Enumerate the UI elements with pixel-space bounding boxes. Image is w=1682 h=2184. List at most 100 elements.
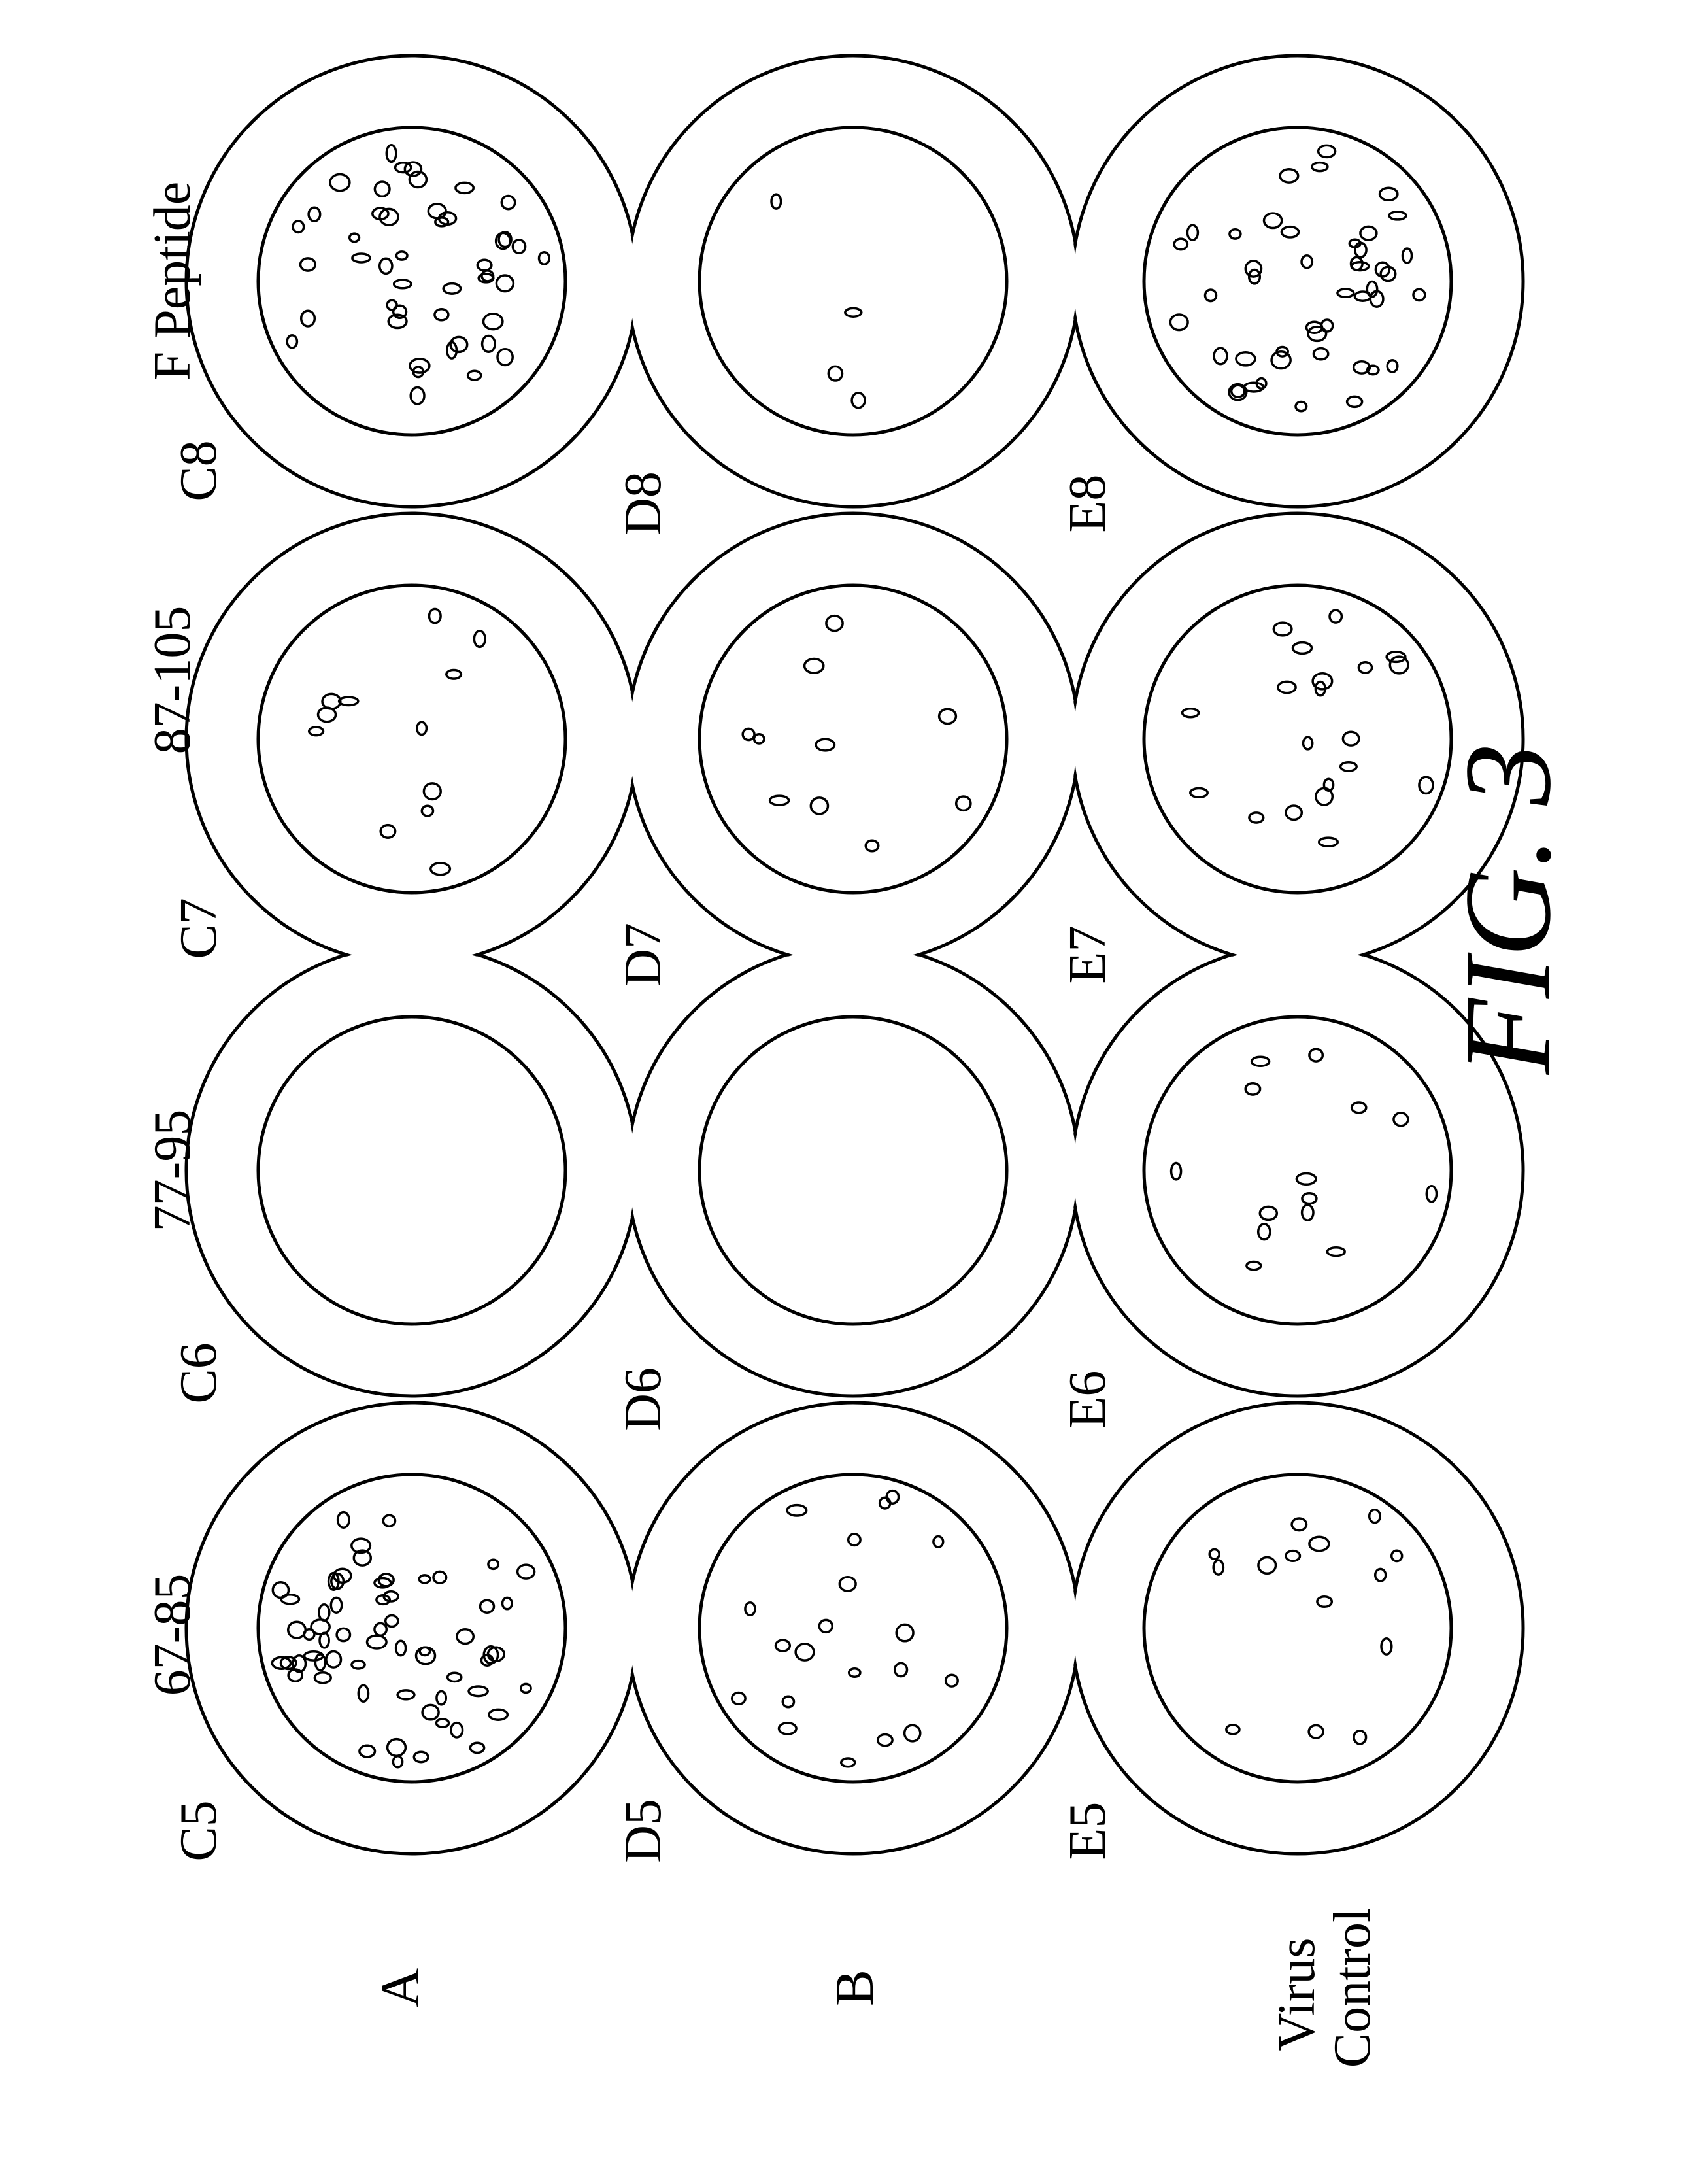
column-label-f-peptide: F Peptide xyxy=(144,182,201,381)
plaque xyxy=(1326,1246,1346,1257)
figure-caption: FIG. 3 xyxy=(1439,743,1577,1076)
well-label-c8: C8 xyxy=(170,440,227,501)
virus-control-text: Virus xyxy=(1268,1938,1326,2051)
plaque xyxy=(1169,1161,1183,1181)
plaque xyxy=(371,207,390,221)
labels: 67-85 77-95 87-105 F Peptide A B Virus C… xyxy=(144,182,1577,2068)
plaque xyxy=(839,1757,856,1768)
well-label-c5: C5 xyxy=(170,1800,227,1861)
plaque xyxy=(741,727,756,742)
plaque xyxy=(895,1623,915,1643)
plaque xyxy=(454,181,475,195)
plaque xyxy=(271,1656,292,1670)
plaque xyxy=(310,1618,331,1635)
plaque xyxy=(1228,383,1248,401)
plaque xyxy=(358,1744,377,1758)
plaque xyxy=(476,258,493,272)
plaque xyxy=(818,1618,834,1634)
plaque xyxy=(781,1695,796,1709)
plaque xyxy=(1315,787,1334,806)
plaque xyxy=(1181,707,1200,719)
plaque xyxy=(1350,1101,1368,1114)
plaque xyxy=(1256,1223,1271,1241)
row-label-virus-control: Virus Control xyxy=(1268,1908,1381,2068)
plaque xyxy=(1320,318,1334,333)
plaque xyxy=(382,1514,397,1527)
plaque xyxy=(335,1627,352,1643)
plaque xyxy=(1368,1509,1382,1524)
well-d7 xyxy=(698,583,1009,895)
plaque xyxy=(744,1601,756,1616)
plaque xyxy=(1294,400,1308,413)
plaque xyxy=(1307,325,1328,343)
plaque xyxy=(1317,836,1339,848)
plaque xyxy=(1277,680,1297,694)
plaque xyxy=(1258,1205,1279,1221)
plaque xyxy=(1307,1724,1324,1739)
row-label-b: B xyxy=(824,1970,885,2006)
plaque xyxy=(1212,1559,1225,1576)
well-e6 xyxy=(1142,1015,1453,1326)
plaque xyxy=(1316,1595,1334,1609)
plaque xyxy=(480,334,496,354)
plaque xyxy=(352,1549,373,1567)
plaque xyxy=(1353,290,1372,302)
plaque xyxy=(1285,1549,1302,1562)
plaque xyxy=(1300,254,1314,269)
plaque xyxy=(730,1691,747,1706)
plaque xyxy=(373,180,391,197)
plaque xyxy=(429,862,452,876)
plaque xyxy=(480,1654,494,1667)
plaque xyxy=(497,231,513,248)
plaque xyxy=(307,206,322,222)
plaque xyxy=(496,347,514,367)
plaque xyxy=(408,170,428,189)
plaque xyxy=(1245,1260,1262,1271)
plaque xyxy=(299,309,316,328)
plaque xyxy=(482,1645,499,1665)
well-label-d5: D5 xyxy=(614,1799,672,1863)
plaque xyxy=(280,1594,301,1605)
plaque xyxy=(1392,1111,1409,1127)
plaque xyxy=(1390,1549,1404,1563)
plaque xyxy=(351,252,371,264)
plaque xyxy=(387,313,408,330)
plaque xyxy=(392,1754,404,1769)
plaque xyxy=(1388,210,1407,221)
well-d8 xyxy=(698,126,1009,437)
plaque xyxy=(479,1599,496,1614)
well-c6 xyxy=(256,1015,567,1326)
plaque xyxy=(864,839,880,853)
well-e8 xyxy=(1142,126,1453,437)
plaque xyxy=(1188,787,1209,799)
plaque xyxy=(1312,347,1330,361)
plaque xyxy=(418,1574,431,1584)
plaque xyxy=(329,173,351,192)
well-label-e6: E6 xyxy=(1059,1371,1117,1429)
plaque xyxy=(944,1673,959,1688)
plaque xyxy=(350,1659,366,1670)
plaque xyxy=(1169,313,1189,332)
plaque xyxy=(537,250,551,265)
plaque xyxy=(466,369,482,381)
plaque xyxy=(1225,1724,1241,1735)
plaque xyxy=(482,313,504,331)
plaque xyxy=(495,274,515,293)
plaque xyxy=(421,1703,440,1721)
plaque xyxy=(1425,1184,1438,1203)
plaque xyxy=(1317,144,1337,159)
plaque xyxy=(825,614,844,632)
plaque xyxy=(442,282,462,295)
plaque xyxy=(434,216,450,228)
plaque xyxy=(1353,1729,1368,1745)
plaque xyxy=(1213,347,1228,366)
plaque xyxy=(1378,186,1399,202)
plaque xyxy=(409,358,431,374)
plaque xyxy=(1250,1055,1271,1068)
plaque xyxy=(786,1503,808,1517)
plaque xyxy=(357,1684,370,1703)
plaque xyxy=(1248,811,1265,824)
plaque xyxy=(394,1639,407,1657)
plaque xyxy=(477,272,495,284)
